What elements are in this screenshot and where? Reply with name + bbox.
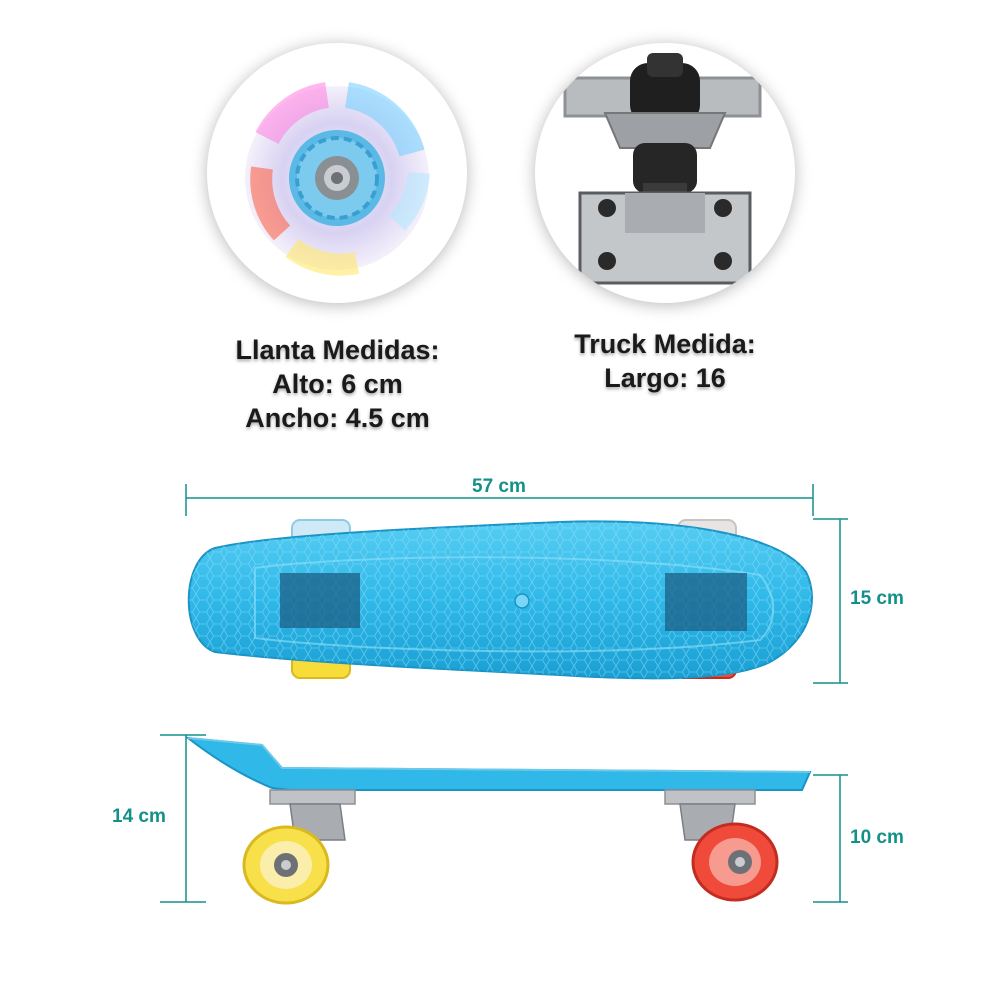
wheel-spec-width: Ancho: 4.5 cm	[245, 403, 430, 433]
dimension-width-label: 15 cm	[850, 588, 904, 609]
dimension-deck-height-label: 10 cm	[850, 827, 904, 848]
truck-spec-caption: Truck Medida: Largo: 16	[535, 327, 795, 395]
truck-illustration	[563, 53, 762, 285]
wheel-spec-caption: Llanta Medidas: Alto: 6 cm Ancho: 4.5 cm	[200, 333, 475, 435]
dimension-total-height-label: 14 cm	[112, 806, 166, 827]
deck-baseplate-left	[280, 573, 360, 628]
dimension-lines	[160, 484, 848, 903]
dimension-length-label: 57 cm	[472, 476, 526, 497]
wheel-spec-title: Llanta Medidas:	[235, 335, 440, 365]
wheel-spec-height: Alto: 6 cm	[272, 369, 403, 399]
side-wheel-yellow	[242, 825, 330, 905]
truck-spec-title: Truck Medida:	[574, 329, 756, 359]
wheel-illustration	[245, 82, 430, 276]
deck-side-view	[184, 736, 812, 791]
truck-closeup-image	[535, 43, 795, 303]
deck-baseplate-right	[665, 573, 747, 631]
truck-spec-length: Largo: 16	[604, 363, 726, 393]
wheel-closeup-image	[207, 43, 467, 303]
side-wheel-red	[691, 822, 779, 902]
